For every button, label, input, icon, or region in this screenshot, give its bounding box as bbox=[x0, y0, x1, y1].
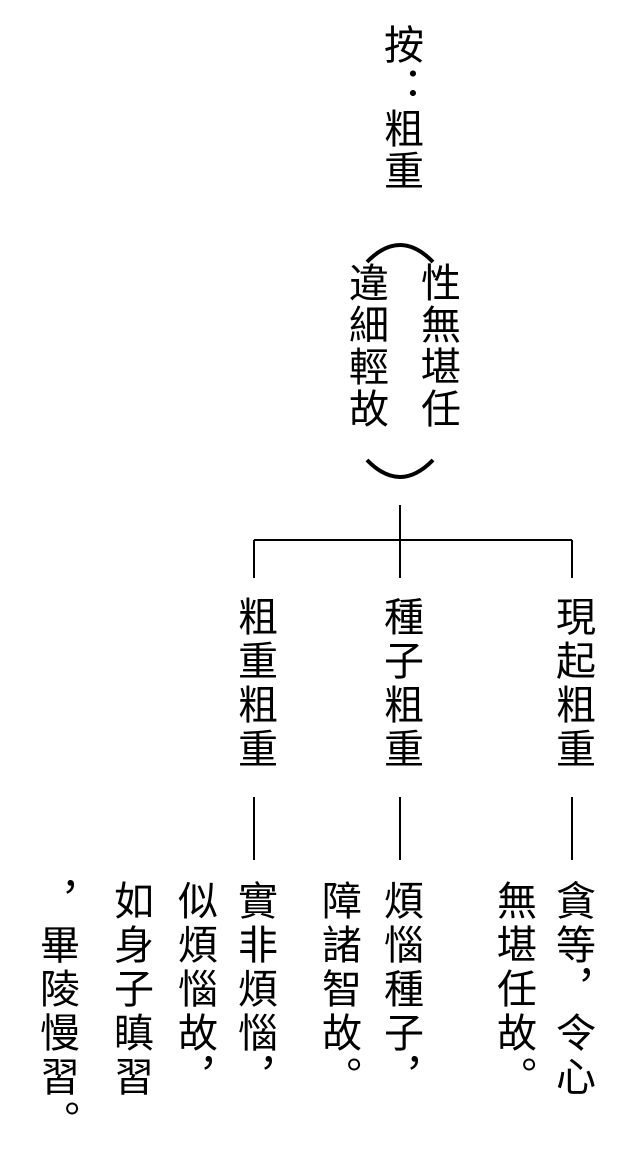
branch-label-cuzhong: 粗重粗重 bbox=[231, 596, 277, 772]
explanation-cuzhong-4: ，畢陵慢習。 bbox=[33, 880, 79, 1144]
explanation-xianqi-1: 貪等，令心 bbox=[549, 880, 595, 1100]
definition-col-2: 違細輕故 bbox=[342, 262, 388, 430]
open-bracket bbox=[365, 243, 435, 264]
explanation-xianqi-2: 無堪任故。 bbox=[490, 880, 536, 1100]
close-bracket bbox=[365, 458, 435, 479]
definition-col-1: 性無堪任 bbox=[414, 262, 460, 430]
branch-label-xianqi: 現起粗重 bbox=[549, 596, 595, 772]
title-text: 按：粗重 bbox=[377, 24, 423, 192]
explanation-cuzhong-1: 實非煩惱， bbox=[231, 880, 277, 1100]
explanation-cuzhong-2: 似煩惱故， bbox=[171, 880, 217, 1100]
explanation-zhongzi-2: 障諸智故。 bbox=[315, 880, 361, 1100]
explanation-cuzhong-3: 如身子瞋習 bbox=[107, 880, 153, 1100]
explanation-zhongzi-1: 煩惱種子， bbox=[377, 880, 423, 1100]
branch-label-zhongzi: 種子粗重 bbox=[377, 596, 423, 772]
